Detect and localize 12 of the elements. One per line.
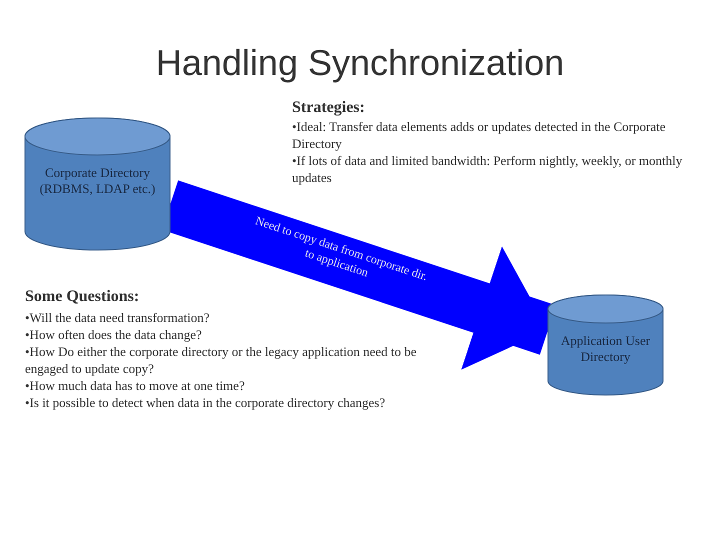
bullet-text: •How much data has to move at one time?: [25, 377, 246, 394]
node-label: Corporate Directory (RDBMS, LDAP etc.): [38, 164, 156, 197]
section-heading: Strategies:: [292, 98, 366, 118]
bullet-text: •How often does the data change?: [25, 326, 203, 343]
node-label: Application User Directory: [560, 333, 652, 365]
section-heading: Some Questions:: [25, 287, 140, 307]
bullet-text: •Ideal: Transfer data elements adds or updates detected in the Corporate Directory: [292, 118, 666, 152]
bullet-text: •Is it possible to detect when data in the corporate directory changes?: [25, 394, 386, 411]
bullet-text: •How Do either the corporate directory or the legacy application need to be engaged to update copy?: [25, 343, 418, 377]
bullet-text: •If lots of data and limited bandwidth: Perform nightly, weekly, or monthly updates: [292, 152, 684, 186]
slide-title: Handling Synchronization: [154, 42, 566, 84]
bullet-text: •Will the data need transformation?: [25, 309, 211, 326]
